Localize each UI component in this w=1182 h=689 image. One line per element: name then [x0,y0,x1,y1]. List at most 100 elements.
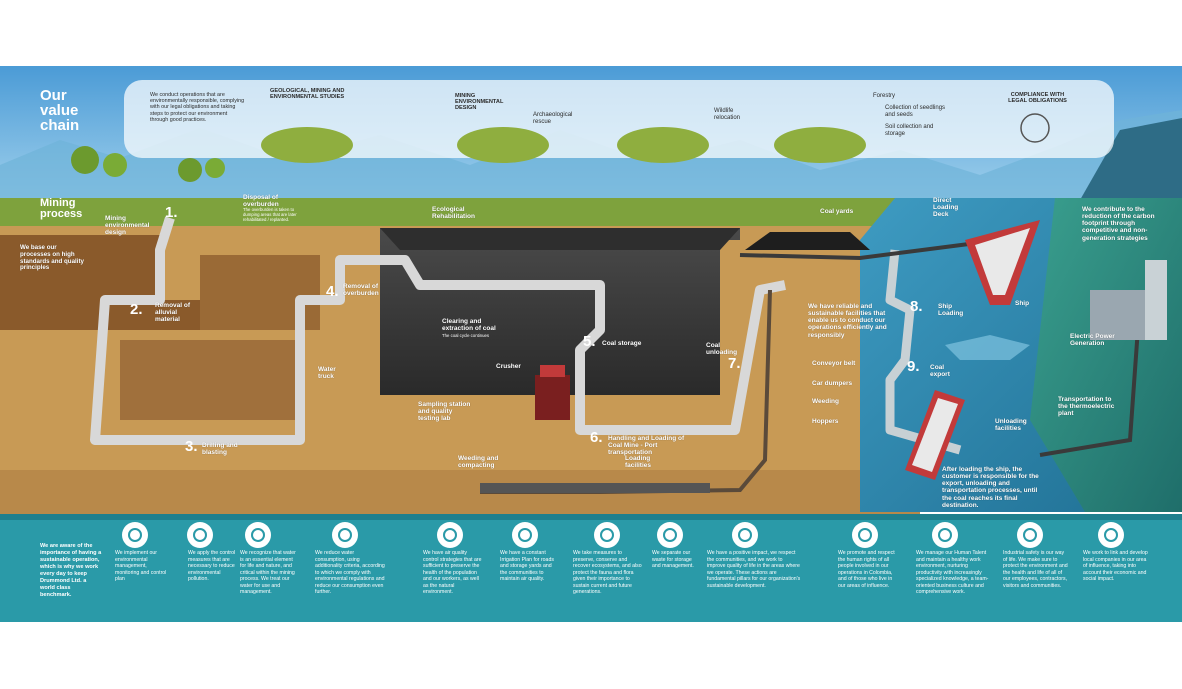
hoppers-label: Hoppers [812,418,839,425]
mining-process-title: Mining process [40,197,83,220]
pit-left [0,235,200,330]
step2-label: Removal of alluvial material [155,302,191,324]
forestry-seedlings: Collection of seedlings and seeds [885,105,946,119]
bottom-item-text: We have a constant Irrigation Plan for r… [500,550,554,582]
irrigation-icon [512,522,538,548]
step5-number: 5. [583,333,596,350]
step3-number: 3. [185,438,198,455]
haul-road [90,216,786,445]
compliance-label: COMPLIANCE WITH LEGAL OBLIGATIONS [1008,92,1067,105]
oval-wildlife [617,127,709,163]
power-zone [1030,198,1182,512]
principles-text: We base our processes on high standards … [20,244,84,272]
car-dumpers-label: Car dumpers [812,380,853,387]
unloading-facilities-label: Unloading facilities [995,418,1027,433]
step4-number: 4. [326,283,339,300]
step2-number: 2. [130,301,143,318]
cloud-icon [437,522,463,548]
tree [71,146,99,174]
waste-bin-icon [657,522,683,548]
community-icon [1098,522,1124,548]
coal-yards-label: Coal yards [820,208,854,215]
oval-archaeo [457,127,549,163]
crusher [535,375,570,420]
bottom-item-text: We separate our waste for storage and ma… [652,550,694,569]
power-generation-label: Electric Power Generation [1070,333,1115,348]
value-chain-panel [124,80,1114,158]
ecological-label: Ecological Rehabilitation [432,206,475,221]
step5-label: Coal storage [602,340,642,347]
compliance-seal [1020,113,1050,143]
bottom-item-text: We apply the control measures that are n… [188,550,236,582]
coal-yard-pile [745,232,870,250]
port-road [885,249,962,455]
step9-number: 9. [907,358,920,375]
archaeological-label: Archaeological rescue [533,112,573,126]
conveyor-line [739,238,1001,261]
step4-label: Removal of overburden [343,283,379,298]
transport-thermo-label: Transportation to the thermoelectric pla… [1058,396,1115,418]
coal-pit [380,228,740,395]
world-map-icon [945,335,1030,360]
clearing-sub: The coal cycle continues [442,333,490,338]
tree-icon [594,522,620,548]
globe-icon [732,522,758,548]
bottom-item-text: We take measures to preserve, conserve a… [573,550,642,595]
geo-studies-label: GEOLOGICAL, MINING AND ENVIRONMENTAL STU… [270,88,345,101]
loading-facilities-label: Loading facilities [625,455,652,470]
bottom-item-text: We have a positive impact, we respect th… [707,550,801,589]
intro-text: We conduct operations that are environme… [150,92,245,123]
forestry-soil: Soil collection and storage [885,124,934,138]
oval-forestry [774,127,866,163]
reliable-text: We have reliable and sustainable facilit… [808,303,887,339]
sampling-label: Sampling station and quality testing lab [418,401,471,423]
grass-strip [0,198,920,228]
forestry-label: Forestry [873,93,896,99]
wildlife-label: Wildlife relocation [714,108,741,122]
oval-geo [261,127,353,163]
bottom-item-text: We reduce water consumption, using addit… [315,550,385,595]
bottom-intro: We are aware of the importance of having… [40,543,102,598]
first-aid-icon [1017,522,1043,548]
power-conveyor [1039,299,1142,457]
value-chain-title: Our value chain [40,87,80,134]
direct-loading-label: Direct Loading Deck [933,197,959,219]
step9-label: Coal export [930,364,950,379]
step1-number: 1. [165,204,178,221]
step6-label: Handling and Loading of Coal Mine - Port… [608,435,685,457]
disposal-desc: The overburden is taken to dumping areas… [243,207,297,222]
mining-design-label: MINING ENVIRONMENTAL DESIGN [455,93,504,112]
power-plant [1090,290,1145,340]
step3-label: Drilling and blasting [202,442,238,457]
bottom-item-text: Industrial safety is our way of life. We… [1003,550,1068,589]
ship-label: Ship [1015,300,1030,307]
step1-label: Mining environmental design [105,215,150,237]
clearing-label: Clearing and extraction of coal [442,318,496,333]
step7-label: Coal unloading [706,342,738,357]
bottom-item-text: We implement our environmental managemen… [115,550,167,582]
recycle-drop-icon [332,522,358,548]
carbon-text: We contribute to the reduction of the ca… [1082,206,1155,242]
disposal-title: Disposal of overburden [243,194,279,209]
conveyor-label: Conveyor belt [812,360,856,367]
step8-number: 8. [910,298,923,315]
bottom-item-text: We recognize that water is an essential … [240,550,296,595]
bottle-icon [187,522,213,548]
weeding-label: Weeding and compacting [458,455,499,470]
bottom-item-text: We have air quality control strategies t… [423,550,482,595]
step6-number: 6. [590,429,603,446]
worker-icon [932,522,958,548]
water-truck-label: Water truck [318,366,336,381]
bottom-item-text: We work to link and develop local compan… [1083,550,1148,582]
bottom-item-text: We promote and respect the human rights … [838,550,895,589]
weeding2-label: Weeding [812,398,839,405]
step7-number: 7. [728,355,741,372]
water-drop-icon [245,522,271,548]
step8-label: Ship Loading [938,303,964,318]
plant-hand-icon [122,522,148,548]
handshake-icon [852,522,878,548]
after-loading-text: After loading the ship, the customer is … [942,466,1039,509]
crusher-label: Crusher [496,363,521,370]
bottom-item-text: We manage our Human Talent and maintain … [916,550,989,595]
